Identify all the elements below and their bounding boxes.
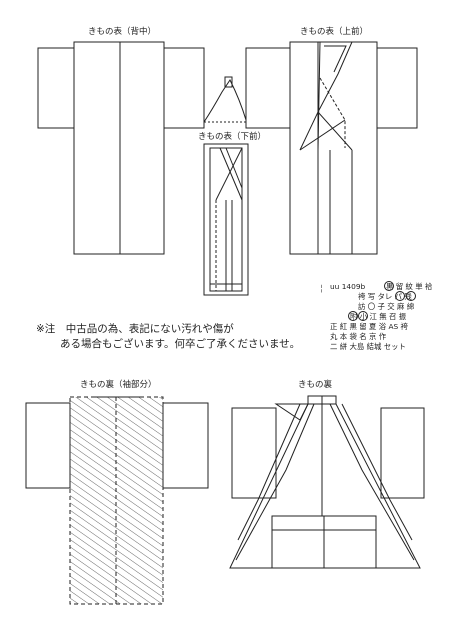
notice-line-2: ある場合もございます。何卒ご了承くださいませ。 — [60, 337, 301, 350]
label-kimono-sleeve-lining: きもの裏（袖部分） — [80, 380, 157, 390]
kimono-front-upper-outline — [245, 41, 418, 255]
code-row-5: 正 紅 黒 留 夏 浴 AS 袴 — [330, 322, 408, 331]
selection-circle-icon — [384, 281, 394, 291]
label-kimono-lining: きもの裏 — [298, 380, 333, 390]
item-code-table: uu 1409b 黒 留 紋 単 袷 袴 写 タレ パ 残 訪 〇 子 交 麻 … — [330, 281, 440, 363]
label-kimono-back: きもの表（背中） — [88, 27, 157, 37]
code-row-7: 二 絣 大島 結城 セット — [330, 342, 406, 351]
kimono-sleeve-lining-outline — [25, 396, 209, 605]
used-item-notice: ※注 中古品の為、表記にない汚れや傷が ある場合もございます。何卒ご了承ください… — [36, 322, 300, 351]
notice-line-1: ※注 中古品の為、表記にない汚れや傷が — [36, 323, 234, 335]
code-row-4: 附 小 江 無 召 振 — [350, 312, 407, 321]
code-row-2: 袴 写 タレ パ 残 — [358, 292, 412, 301]
hanger-strings — [203, 76, 247, 123]
dash-marker: ¦ — [320, 284, 324, 294]
selection-circle-icon — [406, 291, 416, 301]
product-code: uu 1409b — [330, 282, 366, 291]
selection-circle-icon — [395, 291, 405, 301]
selection-circle-icon — [358, 311, 368, 321]
label-kimono-front-upper: きもの表（上前） — [300, 27, 369, 37]
code-row-6: 丸 本 袋 名 京 作 — [330, 332, 387, 341]
kimono-back-outline — [37, 41, 205, 255]
kimono-front-lower-outline — [203, 143, 249, 296]
kimono-lining-outline — [229, 395, 425, 569]
code-row-1: 黒 留 紋 単 袷 — [386, 282, 433, 291]
code-row-3: 訪 〇 子 交 麻 綿 — [358, 302, 415, 311]
selection-circle-icon — [348, 311, 358, 321]
label-kimono-front-lower: きもの表（下前） — [197, 132, 268, 142]
